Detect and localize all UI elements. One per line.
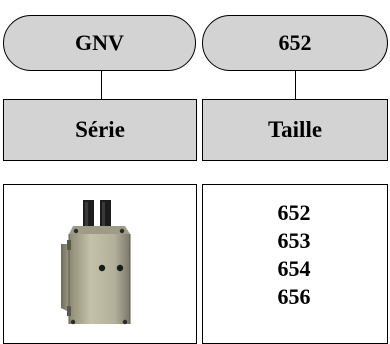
size-list-panel: [202, 184, 388, 344]
series-connector: [101, 71, 102, 99]
size-label-text: Taille: [267, 117, 323, 142]
size-list: 652 653 654 656: [200, 199, 388, 311]
size-item: 656: [277, 284, 311, 309]
size-item: 654: [277, 256, 311, 281]
size-item: 652: [277, 200, 311, 225]
gripper-photo: [60, 199, 130, 324]
product-image-panel: [3, 184, 197, 344]
size-label-box: Taille: [202, 99, 388, 161]
series-label-box: Série: [3, 99, 197, 161]
size-code-text: 652: [278, 30, 312, 55]
size-code-node: 652: [202, 15, 388, 71]
series-label-text: Série: [75, 117, 125, 142]
series-code-text: GNV: [75, 30, 124, 55]
size-item: 653: [277, 228, 311, 253]
size-connector: [295, 71, 296, 99]
series-code-node: GNV: [3, 15, 196, 71]
